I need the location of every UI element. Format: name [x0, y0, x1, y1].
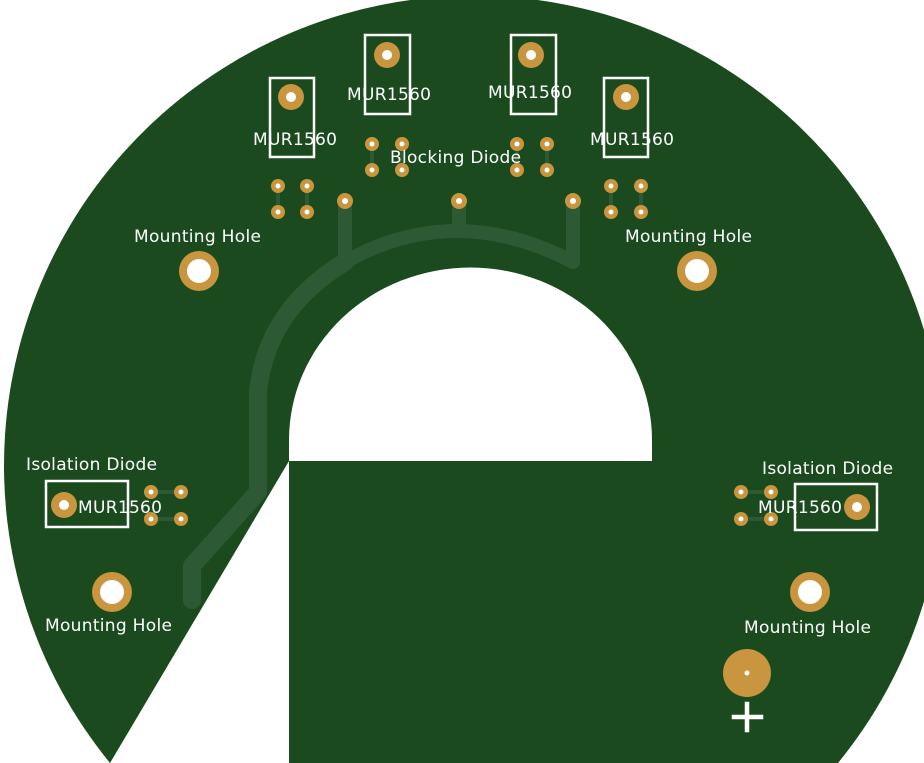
blocking-diodes [268, 33, 650, 159]
central-cutout [289, 267, 652, 461]
part-label: MUR1560 [488, 83, 572, 103]
blocking-diode-label: Blocking Diode [390, 148, 521, 168]
edge-cut [110, 461, 289, 763]
mounting-holes [92, 251, 830, 612]
part-label: MUR1560 [253, 130, 337, 150]
pad-drill [59, 500, 69, 510]
mounting-hole-label: Mounting Hole [625, 227, 752, 247]
diode-outline [44, 479, 130, 529]
isolation-diode-label: Isolation Diode [26, 455, 157, 475]
diode-outline [509, 33, 558, 116]
pad-drill [621, 92, 631, 102]
plus-icon [731, 701, 764, 733]
isolation-diode-label: Isolation Diode [762, 459, 893, 479]
part-label: MUR1560 [78, 498, 162, 518]
mounting-hole-label: Mounting Hole [45, 616, 172, 636]
diode-outline [602, 76, 650, 159]
pad-drill [382, 50, 392, 60]
pad-drill [852, 502, 862, 512]
diode-outline [793, 482, 879, 532]
mounting-hole-label: Mounting Hole [134, 227, 261, 247]
diode-outline [268, 76, 316, 159]
positive-terminal-drill [744, 670, 750, 676]
part-label: MUR1560 [590, 130, 674, 150]
via-pairs [144, 137, 778, 526]
mounting-hole-label: Mounting Hole [744, 618, 871, 638]
part-label: MUR1560 [758, 498, 842, 518]
pad-drill [526, 50, 536, 60]
part-label: MUR1560 [347, 85, 431, 105]
isolation-diodes [44, 479, 879, 532]
pad-drill [286, 92, 296, 102]
diode-outline [363, 33, 412, 116]
